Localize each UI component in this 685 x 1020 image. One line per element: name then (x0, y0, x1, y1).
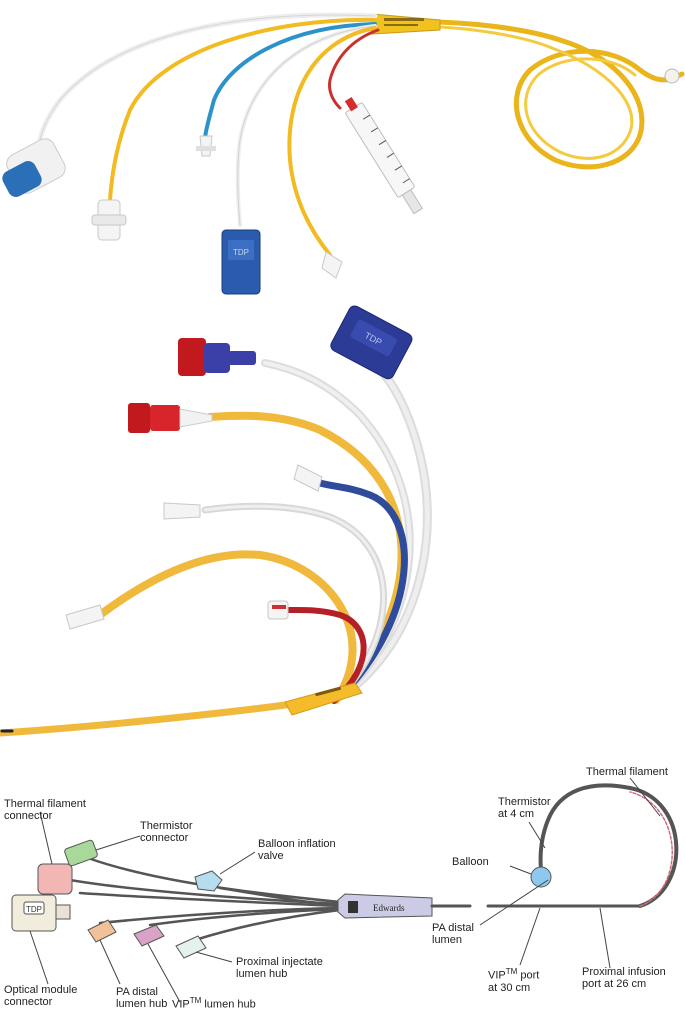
label-proximal-infusion-port: Proximal infusion port at 26 cm (582, 966, 666, 990)
coiled-catheter-body (397, 19, 685, 170)
label-vip-lumen-hub: VIPTM lumen hub (172, 995, 256, 1011)
diagram-hub: Edwards (337, 893, 433, 919)
catheter-photo-top-graphic: TDP (0, 0, 685, 305)
stopcock-photo-top (91, 199, 127, 241)
label-vip-port: VIPTM port at 30 cm (488, 966, 539, 994)
white-lumen-hubs-photo-middle (65, 464, 323, 630)
diagram-connectors (11, 839, 223, 959)
diagram-balloon (530, 866, 552, 888)
label-thermistor-connector: Thermistor connector (140, 820, 193, 844)
thermal-filament-connector-shape (37, 863, 73, 895)
label-balloon-inflation-valve: Balloon inflation valve (258, 838, 336, 862)
catheter-diagram: Edwards TDP (0, 740, 685, 1020)
tdp-connector-photo-top: TDP (221, 229, 261, 295)
syringe (344, 96, 424, 215)
photo-top-hub (371, 13, 441, 35)
photo-middle-lumens (96, 359, 432, 704)
diagram-catheter-distal (430, 783, 679, 908)
vip-port-text: VIP (488, 969, 506, 982)
thermal-filament-connector-photo-middle (128, 403, 213, 433)
optical-connector-photo-top (2, 138, 66, 197)
thermistor-connector-photo-middle (178, 338, 256, 376)
yellow-lumen-hub-photo-top (321, 251, 343, 279)
vip-lumen-hub-shape (133, 924, 165, 947)
vip-port-text-rest: port at 30 cm (488, 969, 540, 994)
vip-hub-text-rest: lumen hub (201, 998, 256, 1011)
label-thermal-filament-connector: Thermal filament connector (4, 798, 86, 822)
label-thermal-filament: Thermal filament (586, 766, 668, 778)
vip-hub-text: VIP (172, 998, 190, 1011)
blue-lumen-hub-photo-top (196, 135, 216, 157)
diagram-lumen-lines (68, 856, 342, 942)
vip-port-tm: TM (505, 967, 518, 976)
photo-middle-hub (284, 682, 363, 716)
proximal-injectate-lumen-hub-shape (175, 935, 207, 959)
catheter-diagram-graphic: Edwards TDP (0, 740, 685, 1020)
label-proximal-injectate-lumen-hub: Proximal injectate lumen hub (236, 956, 323, 980)
diagram-hub-brand: Edwards (373, 903, 405, 913)
thermistor-connector-shape (64, 839, 98, 867)
label-balloon: Balloon (452, 856, 489, 868)
catheter-photo-top: TDP (0, 0, 685, 305)
diagram-leader-lines (29, 777, 661, 1003)
label-thermistor-at-4cm: Thermistor at 4 cm (498, 796, 551, 820)
label-pa-distal-lumen: PA distal lumen (432, 922, 474, 946)
tdp-connector-photo-middle: TDP (330, 305, 413, 380)
photo-middle-catheter-body (0, 699, 304, 737)
catheter-photo-middle-graphic: TDP (0, 305, 685, 740)
vip-hub-tm: TM (189, 996, 202, 1005)
pa-distal-lumen-hub-shape (87, 919, 117, 943)
label-pa-distal-lumen-hub: PA distal lumen hub (116, 986, 168, 1010)
diagram-tdp-tag: TDP (26, 905, 42, 914)
photo-top-lumens (35, 12, 380, 257)
catheter-photo-middle: TDP (0, 305, 685, 740)
tdp-tag-photo-top: TDP (233, 248, 249, 257)
balloon-inflation-valve-shape (194, 870, 223, 892)
label-optical-module-connector: Optical module connector (4, 984, 78, 1008)
